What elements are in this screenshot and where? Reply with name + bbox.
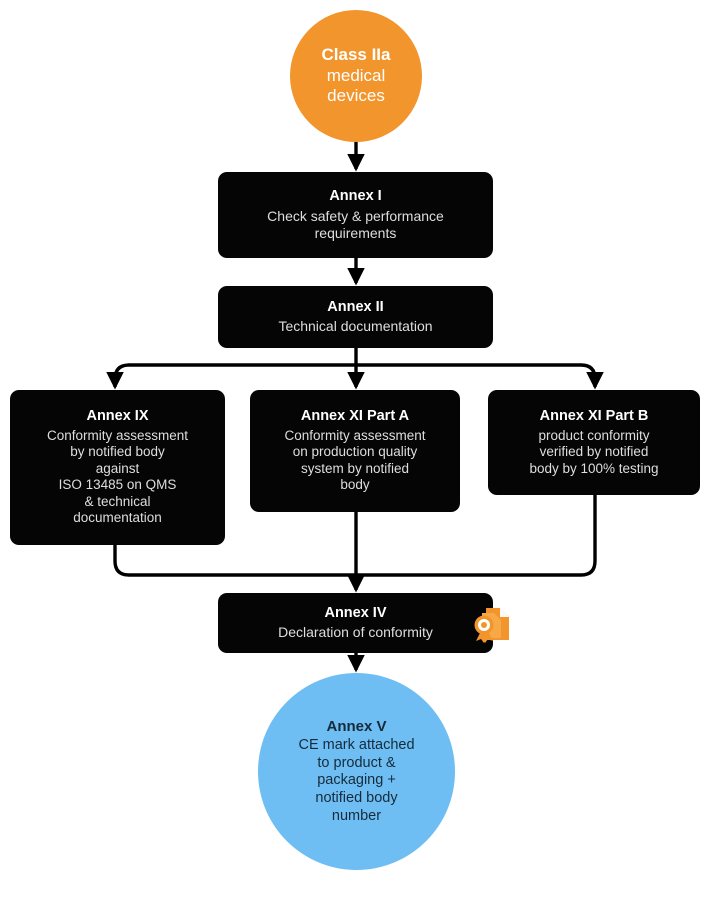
node-line: devices	[327, 86, 385, 106]
node-line: verified by notified	[539, 444, 649, 460]
node-class-iia-medical-devices[interactable]: Class IIa medical devices	[290, 10, 422, 142]
node-title: Annex IX	[86, 408, 149, 425]
node-line: notified body	[315, 789, 398, 806]
node-line: packaging +	[317, 772, 396, 789]
node-title: Annex XI Part B	[539, 407, 649, 424]
node-line: medical	[326, 65, 386, 85]
node-title: Class IIa	[321, 44, 391, 64]
node-line: Technical documentation	[278, 318, 433, 335]
node-line: requirements	[314, 224, 397, 241]
node-title: Annex XI Part A	[300, 408, 410, 425]
node-line: Conformity assessment	[284, 427, 426, 443]
node-annex-ix[interactable]: Annex IX Conformity assessment by notifi…	[10, 390, 225, 545]
certificate-document-seal-icon	[474, 608, 509, 643]
node-annex-iv[interactable]: Annex IV Declaration of conformity	[218, 593, 493, 653]
node-line: CE mark attached	[298, 736, 415, 753]
node-annex-v[interactable]: Annex V CE mark attached to product & pa…	[258, 673, 455, 870]
edge-annex-ii-to-annex-xi-b	[356, 363, 604, 390]
edge-annex-ii-to-annex-ix	[106, 363, 356, 390]
node-annex-i[interactable]: Annex I Check safety & performance requi…	[218, 172, 493, 258]
node-line: to product &	[317, 754, 396, 771]
node-line: by notified body	[70, 444, 165, 460]
node-annex-xi-part-a[interactable]: Annex XI Part A Conformity assessment on…	[250, 390, 460, 512]
node-line: system by notified	[300, 460, 410, 476]
node-annex-xi-part-b[interactable]: Annex XI Part B product conformity verif…	[488, 390, 700, 495]
node-line: body	[340, 477, 370, 493]
node-line: against	[95, 460, 140, 476]
node-title: Annex IV	[324, 604, 387, 621]
node-title: Annex II	[327, 298, 384, 315]
node-line: ISO 13485 on QMS	[58, 477, 177, 493]
node-line: documentation	[73, 510, 162, 526]
node-title: Annex V	[326, 717, 387, 735]
node-line: Conformity assessment	[46, 427, 189, 443]
node-line: & technical	[84, 493, 151, 509]
node-annex-ii[interactable]: Annex II Technical documentation	[218, 286, 493, 348]
node-title: Annex I	[329, 188, 382, 205]
node-line: on production quality	[292, 444, 418, 460]
node-line: body by 100% testing	[529, 460, 659, 476]
node-line: Check safety & performance	[267, 207, 444, 224]
edge-annex-ix-to-annex-iv	[113, 545, 356, 577]
edge-annex-xi-b-to-annex-iv	[356, 495, 597, 577]
node-line: number	[331, 807, 382, 824]
node-line: product conformity	[538, 427, 650, 443]
node-line: Declaration of conformity	[278, 624, 433, 641]
